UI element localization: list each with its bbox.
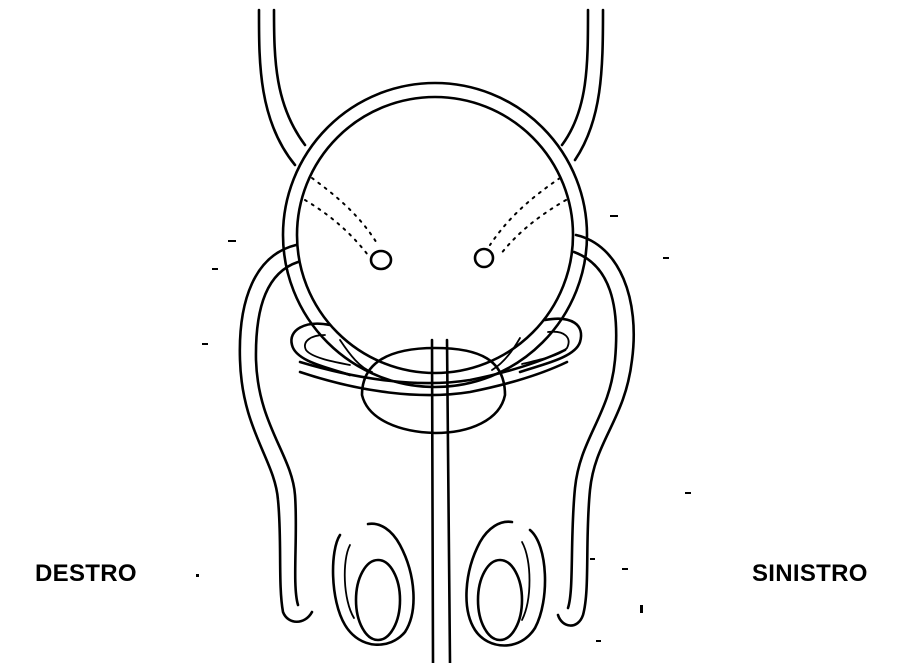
left-ureter-outer	[259, 10, 295, 165]
scan-speck	[663, 257, 669, 259]
urethra-right-wall	[447, 340, 450, 663]
scan-speck	[196, 574, 199, 577]
scan-speck	[622, 568, 628, 570]
right-ureter-inner	[562, 10, 588, 145]
right-testis	[478, 560, 522, 640]
bladder-outer	[283, 83, 587, 387]
right-ureter-intramural-2	[500, 200, 566, 255]
scan-speck	[610, 215, 618, 217]
right-epididymis-inner	[522, 542, 530, 620]
right-ureteral-orifice	[475, 249, 493, 267]
left-epididymis-inner	[345, 545, 354, 618]
scan-speck	[212, 268, 218, 270]
right-vas-deferens-outer	[558, 235, 634, 626]
left-testis	[356, 560, 400, 640]
right-ureter-intramural-1	[490, 178, 560, 245]
scan-speck	[596, 640, 601, 642]
bladder-inner	[297, 97, 573, 373]
vas-crossing-band-lower	[300, 362, 567, 395]
scan-speck	[685, 492, 691, 494]
right-epididymis	[466, 522, 545, 646]
scan-speck	[228, 240, 236, 242]
scan-speck	[640, 605, 643, 613]
left-ureteral-orifice	[371, 251, 391, 269]
scan-speck	[590, 558, 595, 560]
left-ureter-intramural-1	[312, 178, 378, 245]
left-ureter-intramural-2	[305, 200, 368, 255]
right-side-label: DESTRO	[35, 560, 137, 588]
scan-speck	[202, 343, 208, 345]
left-vas-deferens-inner	[256, 262, 298, 605]
left-ureter-inner	[274, 10, 305, 145]
left-vas-deferens-outer	[240, 245, 312, 622]
left-side-label: SINISTRO	[752, 560, 868, 588]
urethra-left-wall	[432, 340, 433, 663]
